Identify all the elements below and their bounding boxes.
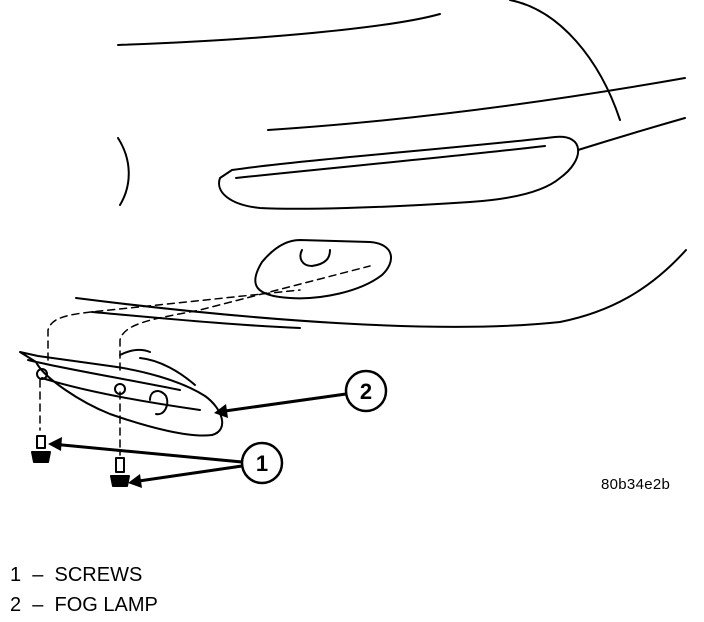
figure-id: 80b34e2b [601,476,671,493]
legend-label: SCREWS [54,564,143,586]
callout-1: 1 [240,441,284,485]
legend-number: 1 [10,564,22,586]
arrow-head-1a [48,437,62,451]
callout-2: 2 [344,369,388,413]
parts-legend: 1 – SCREWS 2 – FOG LAMP [10,560,158,620]
screw-right [110,457,130,487]
screw-left [31,435,51,463]
legend-label: FOG LAMP [54,594,158,616]
legend-item-screws: 1 – SCREWS [10,560,158,590]
fog-lamp-diagram: 1 2 [19,0,687,488]
alignment-lines [39,265,371,456]
callout-1-number: 1 [256,451,268,476]
legend-separator: – [32,564,44,586]
legend-separator: – [32,594,44,616]
arrow-head-1b [128,474,142,488]
bumper-slot [218,135,580,210]
arrow-head-2 [214,404,228,418]
callout-2-number: 2 [360,379,372,404]
fog-lamp-assembly [19,348,224,437]
bumper-outline [75,0,687,329]
leader-lines [50,392,348,484]
fog-lamp-opening [254,239,392,300]
legend-item-fog-lamp: 2 – FOG LAMP [10,590,158,620]
legend-number: 2 [10,594,22,616]
